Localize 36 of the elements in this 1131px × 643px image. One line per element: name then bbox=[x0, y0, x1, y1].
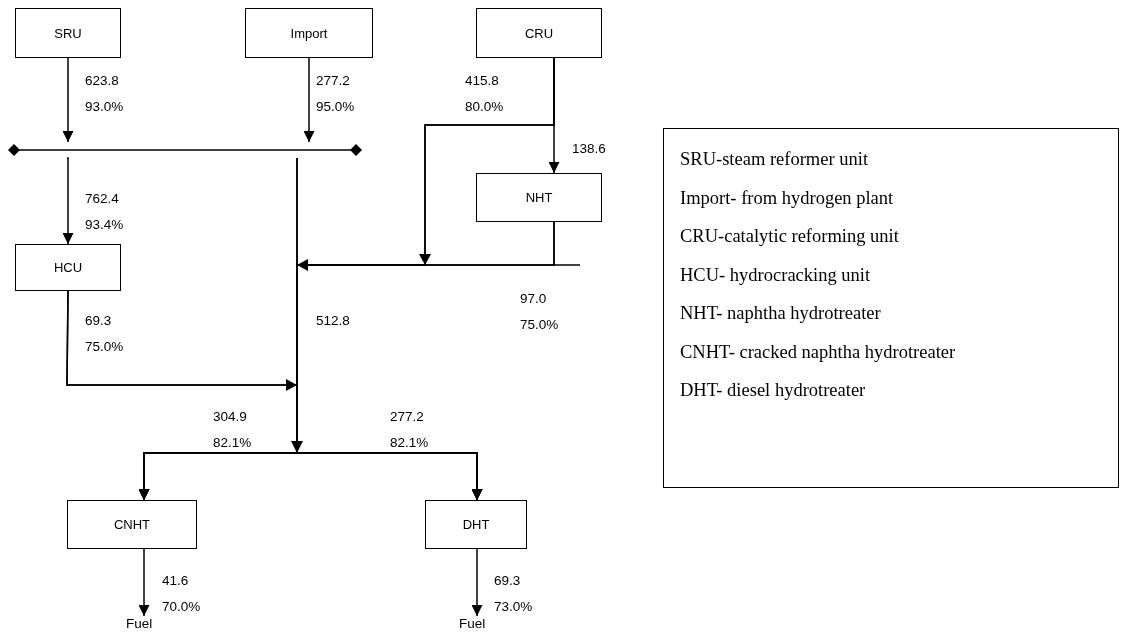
flow-value: 512.8 bbox=[316, 312, 351, 330]
flow-value: 277.2 95.0% bbox=[316, 72, 356, 116]
abbreviation-text: CRU-catalytic reforming unit bbox=[680, 225, 900, 248]
flow-value: 277.2 82.1% bbox=[390, 408, 430, 452]
flow-value: 69.3 75.0% bbox=[85, 312, 125, 356]
flow-value: 69.3 73.0% bbox=[494, 572, 534, 616]
flow-value: 415.8 80.0% bbox=[465, 72, 505, 116]
outlet-text: Fuel bbox=[459, 616, 495, 636]
unit-box: HCU bbox=[15, 244, 121, 291]
flow-arrow bbox=[303, 57, 315, 143]
flow-arrow bbox=[62, 157, 74, 245]
abbreviation-text: SRU-steam reformer unit bbox=[680, 148, 870, 171]
unit-box: CRU bbox=[476, 8, 602, 58]
flow-arrow bbox=[471, 548, 483, 617]
flow-value: 138.6 bbox=[572, 140, 607, 158]
unit-box: NHT bbox=[476, 173, 602, 222]
flow-arrow bbox=[138, 548, 150, 617]
abbreviation-text: HCU- hydrocracking unit bbox=[680, 263, 872, 287]
abbreviation-text: CNHT- cracked naphtha hydrotreater bbox=[680, 340, 957, 364]
outlet-text: Fuel bbox=[126, 616, 162, 636]
flow-value: 762.4 93.4% bbox=[85, 190, 125, 234]
flow-value: 304.9 82.1% bbox=[213, 408, 253, 452]
abbreviation-box bbox=[663, 128, 1119, 488]
unit-box: CNHT bbox=[67, 500, 197, 549]
flow-value: 41.6 70.0% bbox=[162, 572, 202, 616]
abbreviation-text: DHT- diesel hydrotreater bbox=[680, 379, 867, 402]
flow-arrow bbox=[66, 290, 483, 501]
flow-arrow bbox=[62, 57, 74, 143]
abbreviation-text: NHT- naphtha hydrotreater bbox=[680, 302, 882, 325]
unit-box: Import bbox=[245, 8, 373, 58]
unit-box: SRU bbox=[15, 8, 121, 58]
header-line bbox=[8, 142, 362, 158]
unit-box: DHT bbox=[425, 500, 527, 549]
flow-value: 97.0 75.0% bbox=[520, 290, 560, 334]
flow-value: 623.8 93.0% bbox=[85, 72, 125, 116]
abbreviation-text: Import- from hydrogen plant bbox=[680, 186, 895, 210]
